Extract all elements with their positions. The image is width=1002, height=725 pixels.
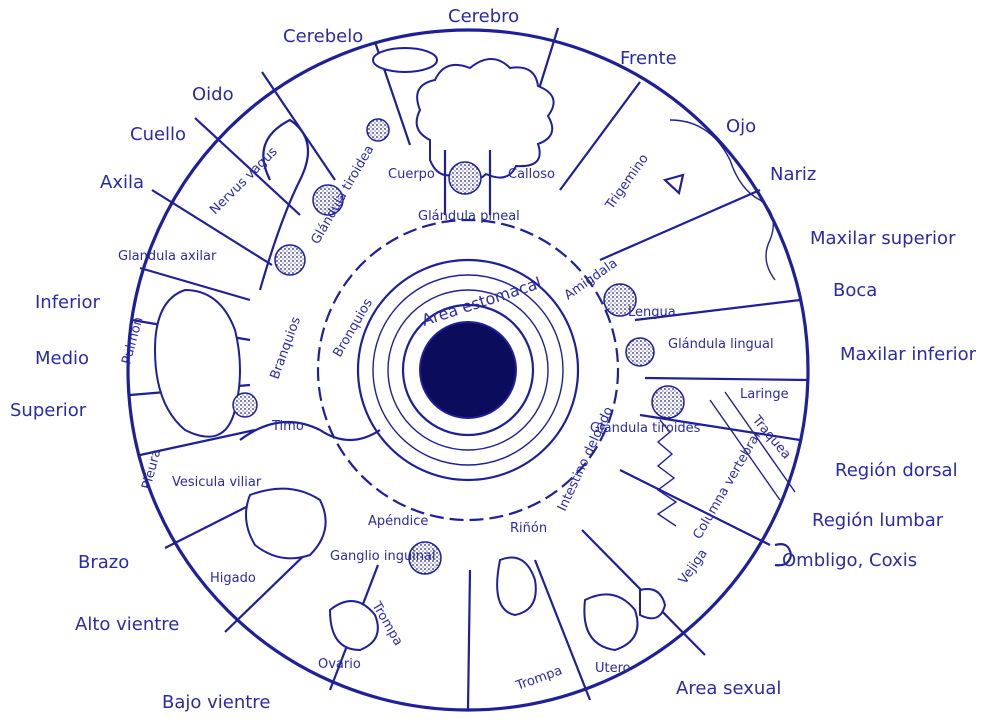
label-higado: Higado [210,571,256,586]
label-calloso: Calloso [508,167,555,182]
label-cerebro: Cerebro [448,6,519,27]
label-area-sexual: Area sexual [676,678,781,699]
brain-shape [417,59,554,180]
label-trompa-right: Trompa [513,663,564,694]
label-glandula-axilar: Glandula axilar [118,249,217,264]
label-alto-vientre: Alto vientre [75,614,179,635]
eye-sketch [665,175,683,193]
lung-shape [155,290,240,437]
cerebelo-shape [373,48,437,72]
label-ganglio-inguinal: Ganglio inguinal [330,549,436,564]
label-medio: Medio [35,348,89,369]
label-brazo: Brazo [78,552,129,573]
liver-shape [246,489,326,559]
label-rinon: Riñón [510,521,547,536]
gallbladder-duct [240,422,380,440]
label-lengua: Lengua [628,305,676,320]
label-bronquios-nodo: Bronquios [330,296,376,360]
gland-axillary-ball [275,245,305,275]
label-region-dorsal: Región dorsal [835,460,958,481]
label-cerebelo: Cerebelo [283,26,363,47]
label-cuello: Cuello [130,124,186,145]
label-axila: Axila [100,172,144,193]
timo-ball [233,393,257,417]
label-glandula-pineal: Glándula pineal [418,209,520,224]
label-pulmon: Pulmón [119,315,146,366]
label-apendice: Apéndice [368,514,428,529]
label-maxilar-inferior: Maxilar inferior [840,344,977,365]
bladder-shape [640,589,665,618]
gland-pineal-ball [449,162,481,194]
label-timo: Timo [271,419,304,434]
label-vejiga: Vejiga [676,546,711,587]
label-utero: Utero [595,661,631,676]
label-cuerpo: Cuerpo [388,167,435,182]
label-boca: Boca [833,280,877,301]
label-ojo: Ojo [726,116,756,137]
label-laringe: Laringe [740,387,789,402]
label-maxilar-superior: Maxilar superior [810,228,956,249]
label-bajo-vientre: Bajo vientre [162,692,270,713]
uterus-shape [584,594,637,650]
label-vesicula-viliar: Vesicula viliar [172,475,262,490]
label-branquios: Branquios [268,315,305,382]
label-nervus-vagus: Nervus vagus [207,144,281,218]
label-region-lumbar: Región lumbar [812,510,944,531]
lingual-ball [626,338,654,366]
label-inferior: Inferior [35,292,101,313]
kidney-shape [497,558,536,616]
label-trigemino: Trigemino [602,151,651,213]
label-area-estomacal: Area estomacal [419,273,543,330]
label-ombligo-coxis: Ombligo, Coxis [782,550,917,571]
label-frente: Frente [620,48,677,69]
label-columna-vertebral: Columna vertebral [690,430,764,542]
label-oido: Oido [192,84,234,105]
label-nariz: Nariz [770,164,816,185]
gland-top-ball [367,119,389,141]
label-glandula-lingual: Glándula lingual [668,337,774,352]
thyroid-ball-right [652,386,684,418]
pupil [420,322,516,418]
label-ovario: Ovario [318,657,361,672]
label-superior: Superior [10,400,87,421]
